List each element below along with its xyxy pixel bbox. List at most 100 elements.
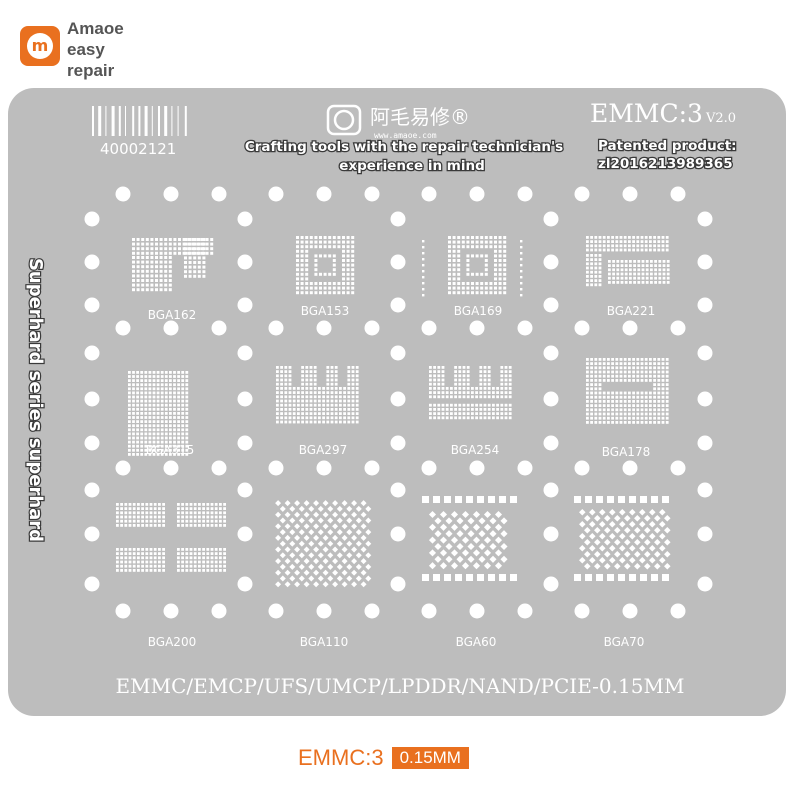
- brand-website: www.amaoe.com: [374, 131, 437, 140]
- mounting-hole: [84, 211, 100, 227]
- mounting-hole: [517, 320, 533, 336]
- mounting-hole: [697, 297, 713, 313]
- chip-label-bga169: BGA169: [454, 304, 502, 318]
- mounting-hole: [543, 254, 559, 270]
- mounting-hole: [390, 576, 406, 592]
- mounting-hole: [237, 526, 253, 542]
- barcode-bar: [164, 106, 168, 136]
- mounting-hole: [163, 320, 179, 336]
- barcode-bar: [177, 106, 179, 136]
- chip-bga221: [586, 236, 670, 287]
- mounting-hole: [469, 603, 485, 619]
- patent-label: Patented product:: [598, 138, 737, 154]
- mounting-hole: [84, 482, 100, 498]
- barcode: [92, 106, 187, 136]
- mounting-hole: [390, 345, 406, 361]
- mounting-hole: [316, 603, 332, 619]
- model-number: EMMC:3: [590, 99, 703, 128]
- mounting-hole: [670, 186, 686, 202]
- mounting-hole: [364, 186, 380, 202]
- mounting-hole: [543, 576, 559, 592]
- mounting-hole: [390, 254, 406, 270]
- mounting-hole: [211, 603, 227, 619]
- mounting-hole: [622, 603, 638, 619]
- mounting-hole: [390, 211, 406, 227]
- mounting-hole: [84, 526, 100, 542]
- mounting-hole: [211, 186, 227, 202]
- tagline-line-2: experience in mind: [339, 158, 485, 174]
- brand-name: Amaoe easy repair: [67, 19, 124, 80]
- bga-stencil-plate: 40002121 阿毛易修® www.amaoe.com Crafting to…: [8, 88, 786, 716]
- mounting-hole: [469, 320, 485, 336]
- mounting-hole: [163, 186, 179, 202]
- barcode-bar: [105, 106, 107, 136]
- mounting-hole: [622, 460, 638, 476]
- mounting-hole: [268, 603, 284, 619]
- chip-bga315: [128, 371, 189, 456]
- barcode-bar: [118, 106, 121, 136]
- mounting-hole: [84, 435, 100, 451]
- mounting-hole: [211, 460, 227, 476]
- mounting-hole: [268, 320, 284, 336]
- mounting-hole: [517, 460, 533, 476]
- barcode-bar: [184, 106, 187, 136]
- chip-bga297: [276, 366, 359, 424]
- mounting-hole: [390, 391, 406, 407]
- amaoe-stencil-logo-icon: [326, 104, 362, 136]
- mounting-hole: [697, 526, 713, 542]
- chip-bga200: [116, 503, 226, 572]
- chip-label-bga178: BGA178: [602, 445, 650, 459]
- mounting-hole: [211, 320, 227, 336]
- chip-bga60: [422, 496, 517, 581]
- bottom-product-label: EMMC:3 0.15MM: [298, 744, 469, 772]
- mounting-hole: [316, 460, 332, 476]
- brand-logo-letter: m: [31, 36, 49, 55]
- mounting-hole: [543, 482, 559, 498]
- barcode-bar: [151, 106, 153, 136]
- mounting-hole: [237, 297, 253, 313]
- chip-label-bga221: BGA221: [607, 304, 655, 318]
- mounting-hole: [390, 435, 406, 451]
- chip-label-bga254: BGA254: [451, 443, 499, 457]
- barcode-bar: [92, 106, 94, 136]
- amaoe-logo-icon: m: [20, 26, 60, 66]
- mounting-hole: [115, 603, 131, 619]
- mounting-hole: [574, 460, 590, 476]
- barcode-bar: [125, 106, 126, 136]
- bottom-model-text: EMMC:3: [298, 745, 384, 770]
- mounting-hole: [670, 320, 686, 336]
- mounting-hole: [697, 576, 713, 592]
- mounting-hole: [421, 460, 437, 476]
- barcode-bar: [98, 106, 102, 136]
- mounting-hole: [364, 460, 380, 476]
- mounting-hole: [697, 254, 713, 270]
- mounting-hole: [364, 603, 380, 619]
- mounting-hole: [84, 576, 100, 592]
- mounting-hole: [543, 391, 559, 407]
- mounting-hole: [163, 460, 179, 476]
- mounting-hole: [622, 320, 638, 336]
- chip-bga162: [132, 238, 214, 292]
- mounting-hole: [237, 576, 253, 592]
- barcode-bar: [171, 106, 173, 136]
- mounting-hole: [697, 482, 713, 498]
- mounting-hole: [670, 603, 686, 619]
- chip-bga178: [586, 358, 669, 424]
- chip-label-bga200: BGA200: [148, 635, 196, 649]
- mounting-hole: [115, 460, 131, 476]
- mounting-hole: [84, 297, 100, 313]
- mounting-hole: [237, 254, 253, 270]
- mounting-hole: [574, 603, 590, 619]
- patent-number: zl2016213989365: [598, 156, 733, 172]
- side-series-text: Superhard series superhard: [25, 258, 46, 542]
- chip-label-bga153: BGA153: [301, 304, 349, 318]
- brand-chinese-name: 阿毛易修®: [370, 105, 470, 129]
- mounting-hole: [115, 320, 131, 336]
- mounting-hole: [543, 211, 559, 227]
- mounting-hole: [697, 435, 713, 451]
- barcode-bar: [138, 106, 141, 136]
- chip-bga169: [422, 236, 523, 297]
- mounting-hole: [364, 320, 380, 336]
- mounting-hole: [390, 297, 406, 313]
- mounting-hole: [163, 603, 179, 619]
